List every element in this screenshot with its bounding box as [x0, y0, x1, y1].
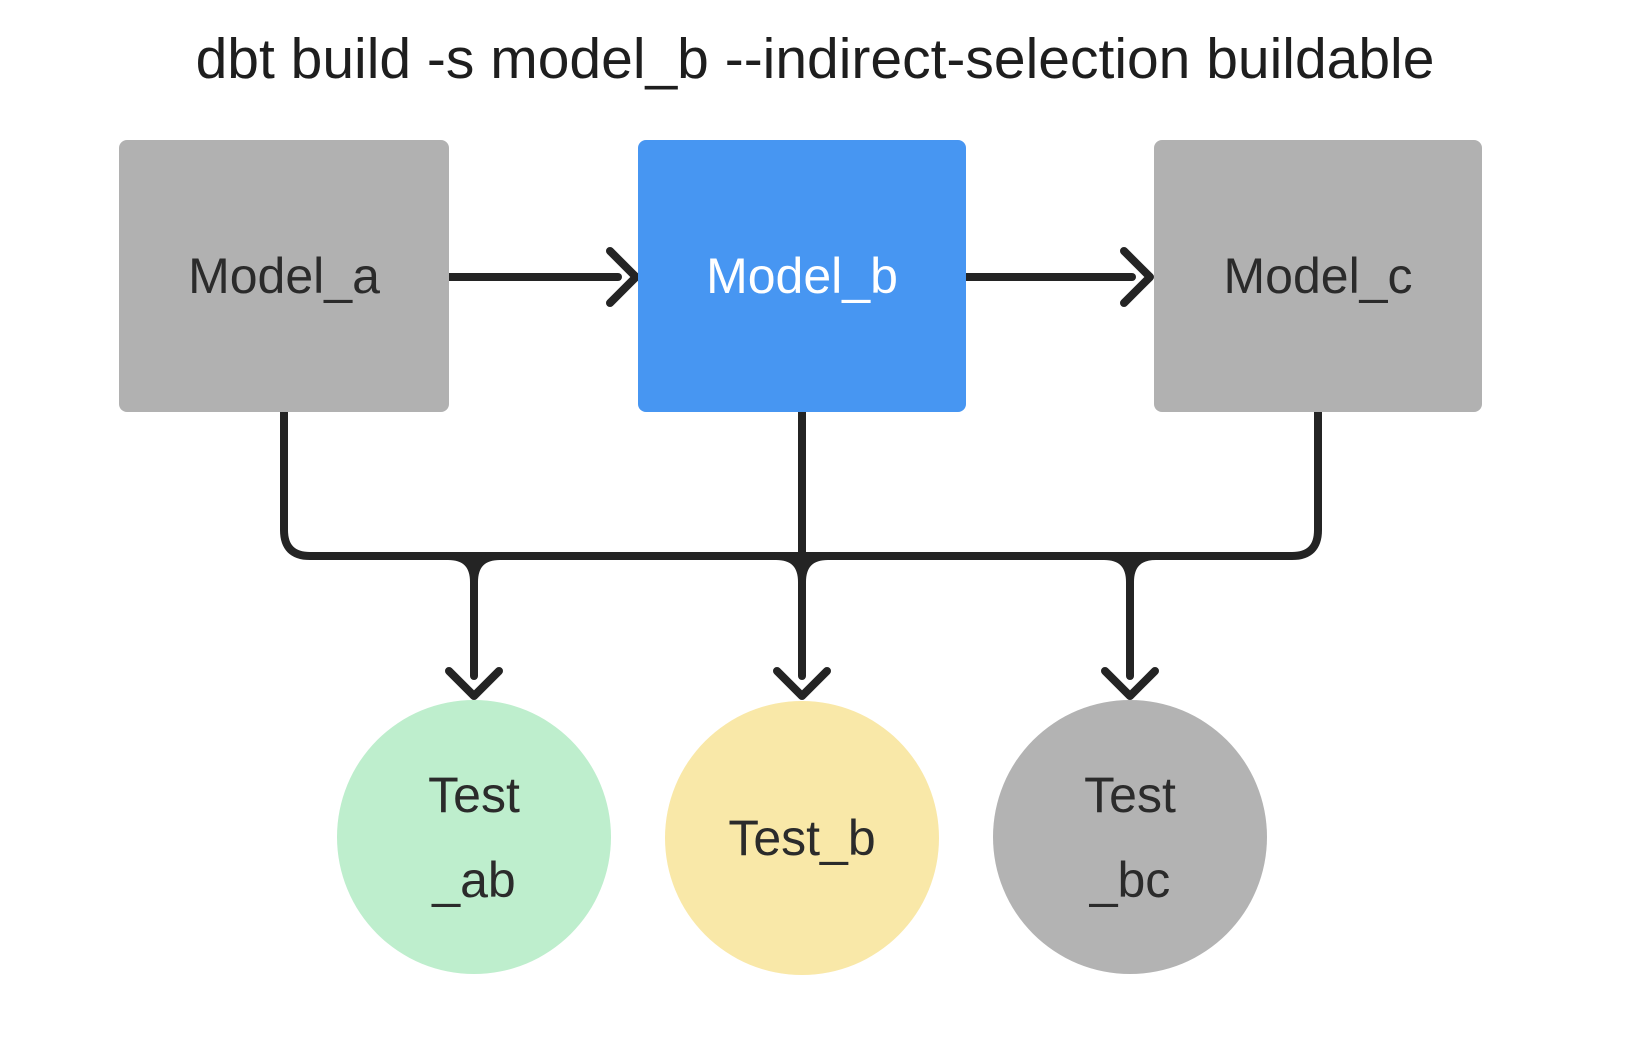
node-model-a: Model_a [119, 140, 449, 412]
node-test-bc-label-line1: Test [1084, 766, 1176, 823]
arrowhead-down-icon [445, 667, 503, 700]
page-title: dbt build -s model_b --indirect-selectio… [195, 27, 1435, 91]
arrowhead-down-icon [1101, 667, 1159, 700]
node-model-b: Model_b [638, 140, 966, 412]
node-test-b-label: Test_b [728, 810, 876, 866]
node-model-b-label: Model_b [706, 248, 898, 304]
node-test-ab-label-line1: Test [428, 766, 520, 823]
node-test-ab: Test _ab [337, 700, 611, 974]
node-test-b: Test_b [665, 701, 939, 975]
node-test-ab-label-line2: _ab [432, 851, 516, 908]
arrowhead-right-icon [606, 247, 640, 307]
node-test-bc-label-line2: _bc [1089, 851, 1171, 908]
node-model-a-label: Model_a [188, 248, 380, 304]
node-test-bc: Test _bc [993, 700, 1267, 974]
arrowhead-right-icon [1120, 247, 1154, 307]
node-model-c: Model_c [1154, 140, 1482, 412]
node-model-c-label: Model_c [1223, 248, 1413, 304]
arrowhead-down-icon [773, 667, 831, 700]
